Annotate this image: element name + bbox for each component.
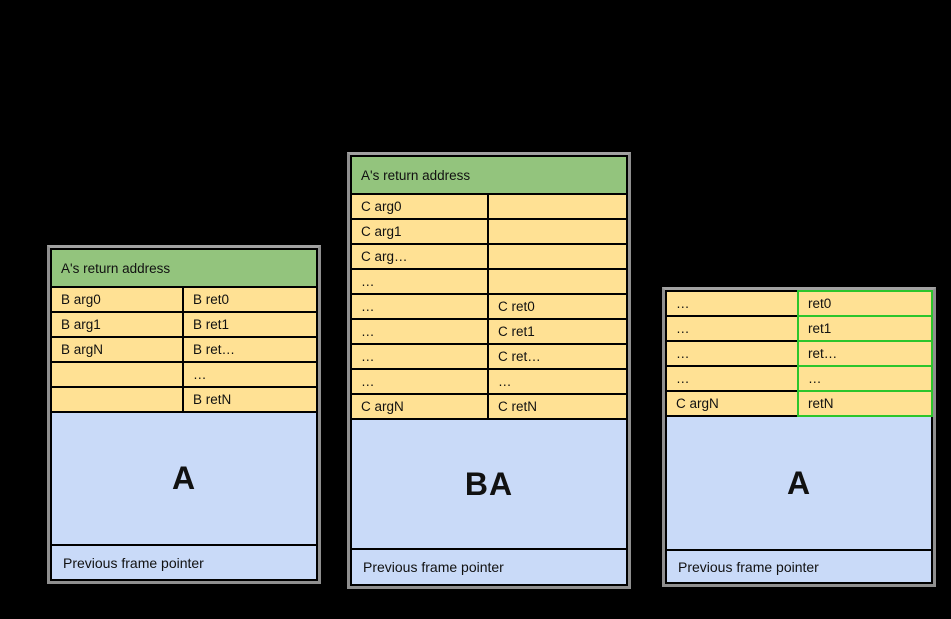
ret-cell: [487, 243, 628, 270]
table-row: B retN: [50, 386, 318, 413]
ret-cell: …: [182, 361, 318, 388]
table-row: …: [50, 361, 318, 388]
ret-cell-highlighted: ret0: [797, 290, 933, 317]
frame-label: A: [171, 460, 197, 496]
ret-cell: [487, 268, 628, 295]
arg-cell: …: [665, 315, 799, 342]
table-row: B arg1 B ret1: [50, 311, 318, 338]
table-row: … C ret…: [350, 343, 628, 370]
frame-body: A: [50, 411, 318, 546]
ret-cell: C retN: [487, 393, 628, 420]
arg-cell: …: [350, 343, 489, 370]
table-row: … …: [350, 368, 628, 395]
arg-cell: C argN: [350, 393, 489, 420]
table-row: C arg0: [350, 193, 628, 220]
ret-cell: B ret…: [182, 336, 318, 363]
arg-cell: B arg0: [50, 286, 184, 313]
table-row: … ret0: [665, 290, 933, 317]
return-address-header: A's return address: [50, 248, 318, 288]
table-row: C argN C retN: [350, 393, 628, 420]
ret-cell: C ret1: [487, 318, 628, 345]
table-row: … ret1: [665, 315, 933, 342]
table-row: …: [350, 268, 628, 295]
table-row: … C ret1: [350, 318, 628, 345]
frame-label: BA: [464, 465, 514, 502]
ret-cell: [487, 218, 628, 245]
ret-cell: …: [487, 368, 628, 395]
ret-cell: B retN: [182, 386, 318, 413]
ret-cell: C ret…: [487, 343, 628, 370]
arg-cell: B arg1: [50, 311, 184, 338]
table-row: C arg1: [350, 218, 628, 245]
ret-cell: [487, 193, 628, 220]
ret-cell: C ret0: [487, 293, 628, 320]
arg-cell: …: [665, 365, 799, 392]
arg-cell: C arg…: [350, 243, 489, 270]
stack-frame-table-right: … ret0 … ret1 … ret… … … C argN retN A P…: [662, 287, 936, 587]
arg-cell: C arg1: [350, 218, 489, 245]
arg-cell: C arg0: [350, 193, 489, 220]
arg-cell: …: [350, 293, 489, 320]
table-row: C argN retN: [665, 390, 933, 417]
ret-cell: B ret1: [182, 311, 318, 338]
return-address-header: A's return address: [350, 155, 628, 195]
table-row: … ret…: [665, 340, 933, 367]
ret-cell-highlighted: retN: [797, 390, 933, 417]
ret-cell-highlighted: …: [797, 365, 933, 392]
arg-cell: …: [350, 368, 489, 395]
table-row: B argN B ret…: [50, 336, 318, 363]
frame-footer: Previous frame pointer: [665, 549, 933, 584]
arg-cell: …: [665, 290, 799, 317]
table-row: … C ret0: [350, 293, 628, 320]
arg-cell: C argN: [665, 390, 799, 417]
frame-body: BA: [350, 418, 628, 550]
table-row: … …: [665, 365, 933, 392]
arg-cell: …: [350, 268, 489, 295]
ret-cell-highlighted: ret1: [797, 315, 933, 342]
arg-cell: …: [350, 318, 489, 345]
frame-body: A: [665, 415, 933, 551]
arg-cell: B argN: [50, 336, 184, 363]
arg-cell: [50, 386, 184, 413]
arg-cell: …: [665, 340, 799, 367]
ret-cell: B ret0: [182, 286, 318, 313]
frame-footer: Previous frame pointer: [50, 544, 318, 581]
stack-frame-table-middle: A's return address C arg0 C arg1 C arg… …: [347, 152, 631, 589]
frame-footer: Previous frame pointer: [350, 548, 628, 586]
ret-cell-highlighted: ret…: [797, 340, 933, 367]
table-row: C arg…: [350, 243, 628, 270]
arg-cell: [50, 361, 184, 388]
stack-frame-table-left: A's return address B arg0 B ret0 B arg1 …: [47, 245, 321, 584]
frame-label: A: [786, 464, 812, 501]
table-row: B arg0 B ret0: [50, 286, 318, 313]
